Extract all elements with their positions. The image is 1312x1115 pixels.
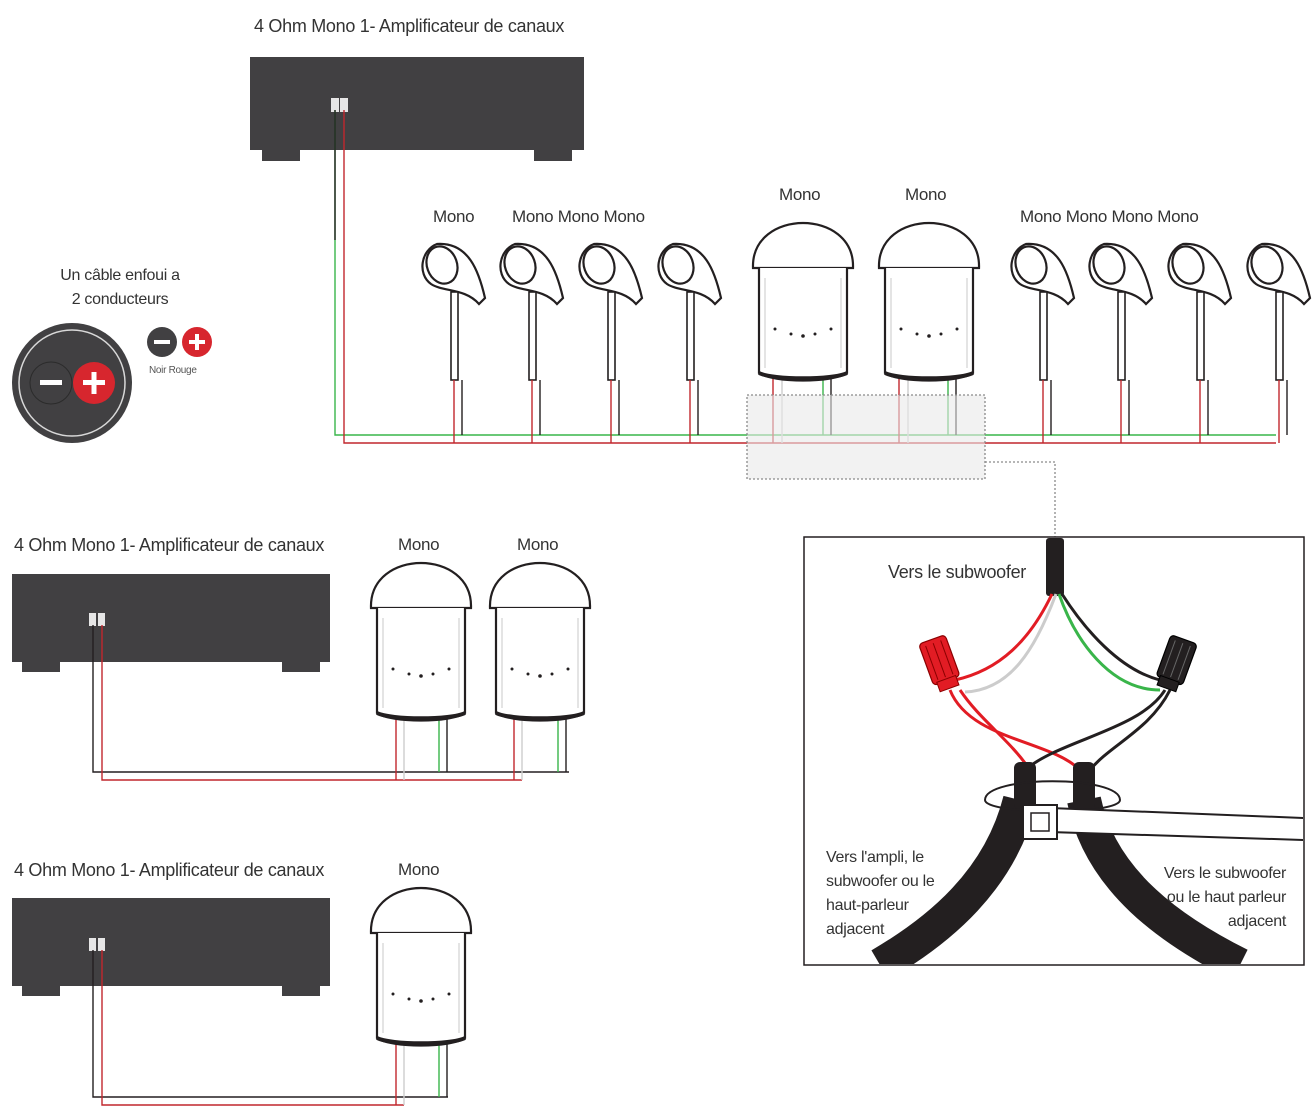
cable-cross-section: [12, 323, 132, 443]
cable-color-legend: Noir Rouge: [149, 365, 197, 376]
detail-right-line-1: Vers le subwoofer: [1163, 865, 1286, 882]
detail-label-to-subwoofer: Vers le subwoofer: [888, 562, 1026, 582]
system1-mono-label-1: Mono: [433, 207, 475, 226]
detail-right-line-3: adjacent: [1227, 913, 1286, 930]
detail-callout-box: [746, 394, 1056, 537]
detail-right-line-2: ou le haut parleur: [1166, 889, 1286, 906]
system3-wiring: [92, 950, 448, 1106]
system2-dome-speakers: [368, 561, 593, 723]
system3-dome-speaker: [368, 886, 474, 1048]
detail-label-right: Vers le subwoofer ou le haut parleur adj…: [1120, 862, 1286, 934]
system1-dome-speakers: [750, 221, 982, 383]
amplifier-3-title: 4 Ohm Mono 1- Amplificateur de canaux: [14, 860, 325, 880]
detail-left-line-2: subwoofer ou le: [826, 873, 935, 890]
system1-mono-label-dome-1: Mono: [779, 185, 821, 204]
detail-left-line-4: adjacent: [826, 921, 885, 938]
system1-mono-label-group-left: Mono Mono Mono: [512, 207, 645, 226]
amplifier-1-title: 4 Ohm Mono 1- Amplificateur de canaux: [254, 16, 565, 36]
splice-detail-panel: [803, 536, 1305, 966]
detail-left-line-1: Vers l'ampli, le: [826, 849, 924, 866]
system2-wiring: [92, 625, 569, 781]
amplifier-2-title: 4 Ohm Mono 1- Amplificateur de canaux: [14, 535, 325, 555]
system1-mono-label-group-right: Mono Mono Mono Mono: [1020, 207, 1199, 226]
system3-mono-label-1: Mono: [398, 860, 440, 879]
cable-legend-title: Un câble enfoui a 2 conducteurs: [40, 264, 200, 312]
system1-spot-speakers: [420, 240, 1312, 382]
system1-mono-label-dome-2: Mono: [905, 185, 947, 204]
amplifier-2: [12, 574, 330, 672]
amplifier-1: [250, 57, 584, 161]
polarity-icons: [147, 327, 212, 357]
cable-legend-line-1: Un câble enfoui a: [60, 267, 180, 284]
detail-label-left: Vers l'ampli, le subwoofer ou le haut-pa…: [826, 846, 986, 942]
detail-left-line-3: haut-parleur: [826, 897, 909, 914]
system2-mono-label-1: Mono: [398, 535, 440, 554]
system2-mono-label-2: Mono: [517, 535, 559, 554]
amplifier-3: [12, 898, 330, 996]
cable-legend-line-2: 2 conducteurs: [71, 291, 169, 308]
